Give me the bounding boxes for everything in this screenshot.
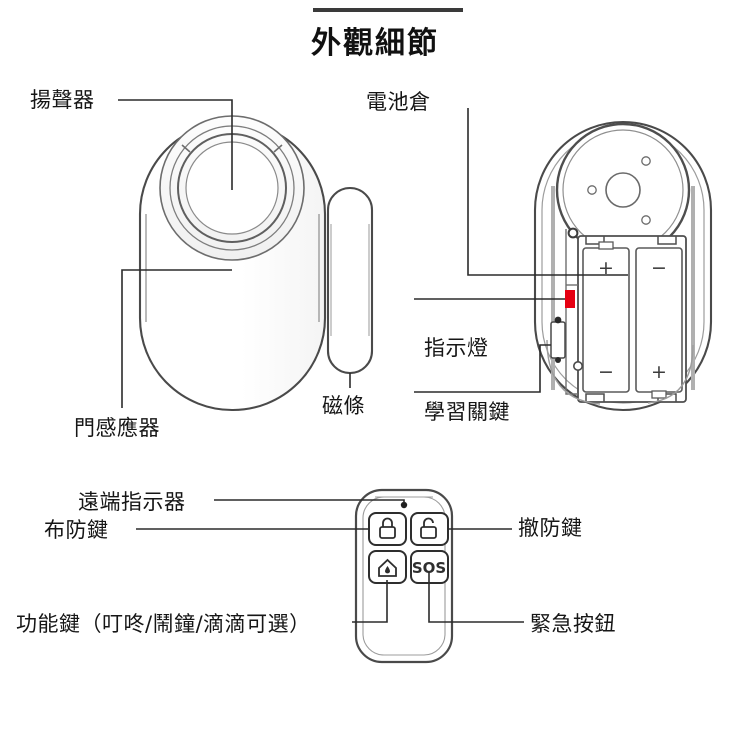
back-speaker-screw-hole-left [587,185,597,195]
padlock-open-icon [420,517,437,539]
battery-right-terminal-bottom: + [651,361,667,383]
battery-left-terminal-bottom: − [598,361,614,383]
callout-label-door-sensor: 門感應器 [74,416,160,440]
leader-learning-key [414,344,551,393]
leader-speaker [118,99,233,190]
battery-contact-tab-top-left [585,236,605,245]
leader-lines-group [118,99,628,623]
remote-view-group: SOS [354,488,454,664]
page-title: 外觀細節 [311,26,439,61]
battery-left-terminal-top: + [598,257,614,279]
leader-remote-indicator [214,499,405,503]
speaker-notch-right [273,144,283,153]
battery-left: + − [582,241,630,393]
callout-label-emergency-button: 緊急按鈕 [530,612,616,636]
back-inner-curve [546,339,601,405]
callout-label-magnet-strip: 磁條 [322,394,365,418]
back-screw-hole-lower [572,360,583,371]
battery-right-terminal-top: − [651,257,667,279]
learning-key-top-dot [554,316,562,324]
indicator-led [565,290,575,308]
battery-contact-tab-top-right [657,236,677,245]
back-speaker-screw-hole-top [641,156,651,166]
remote-button-disarm[interactable] [410,512,449,546]
sos-icon: SOS [412,559,446,577]
magnet-strip-view-group [326,186,374,375]
learning-key-body [550,321,566,359]
padlock-closed-icon [379,517,396,539]
leader-function-key [352,580,388,623]
back-pcb-outline [565,229,578,395]
remote-led-dot [400,501,408,509]
callout-label-function-key: 功能鍵（叮咚/鬧鐘/滴滴可選） [16,612,311,636]
battery-right-nub-bottom [651,390,667,399]
back-view-group: + − − + [533,120,713,412]
back-speaker-center-hole [605,172,641,208]
back-inner-curve-right [647,344,694,404]
callout-label-remote-indicator: 遠端指示器 [78,490,186,514]
callout-label-battery-compartment: 電池倉 [366,90,431,114]
home-icon [378,558,397,577]
learning-key-bottom-dot [555,357,561,363]
callout-label-learning-key: 學習關鍵 [424,400,510,424]
leader-door-sensor [121,269,232,408]
magnet-strip-outline [326,186,374,375]
learning-key-component [550,316,566,363]
battery-contact-tab-bottom-left [585,393,605,402]
back-speaker-screw-hole-bottom [641,215,651,225]
leader-emergency-button [428,572,524,623]
callout-label-arm-key: 布防鍵 [44,518,109,542]
leader-battery-compartment [467,108,628,276]
remote-button-function[interactable] [368,550,407,584]
remote-button-arm[interactable] [368,512,407,546]
speaker-notch-left [181,144,191,153]
callout-label-indicator-light: 指示燈 [424,336,489,360]
battery-left-nub-top [598,241,614,250]
callout-label-disarm-key: 撤防鍵 [518,516,583,540]
callout-label-speaker: 揚聲器 [30,88,95,112]
title-rule [313,8,463,12]
back-screw-hole-upper [567,227,579,239]
battery-right: − + [635,247,683,399]
